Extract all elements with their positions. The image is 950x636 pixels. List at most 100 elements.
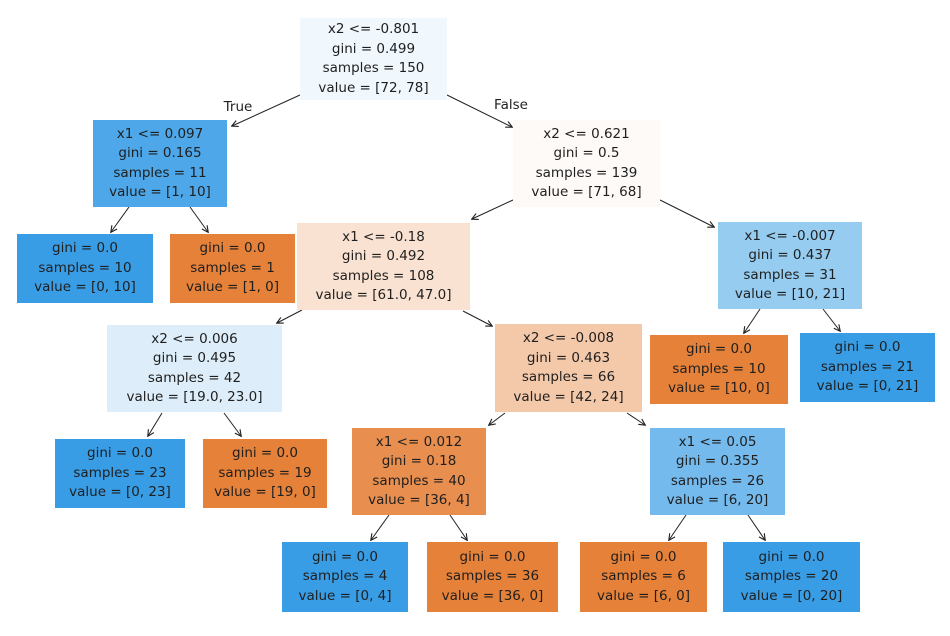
tree-leaf-3: gini = 0.0 samples = 10 value = [0, 10] — [17, 234, 153, 303]
node-condition: x2 <= -0.801 — [327, 21, 420, 37]
edge-n14-to-n18 — [747, 514, 765, 540]
node-gini: gini = 0.492 — [341, 248, 426, 264]
edge-n2-to-n5 — [472, 199, 514, 219]
node-samples: samples = 150 — [322, 60, 425, 76]
node-gini: gini = 0.18 — [381, 453, 457, 469]
node-samples: samples = 4 — [302, 568, 388, 585]
node-samples: samples = 26 — [670, 472, 765, 489]
tree-leaf-11: gini = 0.0 samples = 23 value = [0, 23] — [55, 439, 185, 508]
edge-n7-to-n11 — [148, 412, 163, 436]
node-value: value = [36, 0] — [441, 587, 544, 604]
node-samples: samples = 40 — [372, 472, 466, 489]
edge-label-true: True — [223, 99, 253, 115]
node-samples: samples = 108 — [332, 267, 435, 284]
node-gini: gini = 0.0 — [758, 548, 825, 565]
node-samples: samples = 139 — [535, 164, 638, 181]
node-condition: x2 <= 0.621 — [543, 125, 630, 142]
node-gini: gini = 0.0 — [834, 339, 901, 356]
tree-node-8: x2 <= -0.008 gini = 0.463 samples = 66 v… — [495, 324, 642, 412]
node-value: value = [0, 23] — [69, 484, 171, 501]
node-value: value = [6, 0] — [596, 587, 691, 604]
edge-n1-to-n4 — [189, 206, 208, 232]
node-value: value = [71, 68] — [531, 184, 642, 200]
edge-n5-to-n7 — [277, 309, 303, 323]
node-gini: gini = 0.0 — [232, 445, 298, 462]
edge-n8-to-n14 — [626, 412, 645, 425]
node-gini: gini = 0.0 — [686, 341, 752, 358]
node-gini: gini = 0.463 — [526, 349, 611, 366]
node-samples: samples = 66 — [521, 369, 616, 385]
node-condition: x1 <= -0.007 — [744, 227, 836, 244]
edge-n1-to-n3 — [111, 206, 130, 232]
tree-leaf-10: gini = 0.0 samples = 21 value = [0, 21] — [800, 333, 935, 402]
node-condition: x1 <= -0.18 — [342, 228, 425, 245]
node-value: value = [1, 10] — [109, 184, 211, 200]
node-condition: x1 <= 0.05 — [678, 433, 757, 450]
node-value: value = [61.0, 47.0] — [315, 287, 452, 303]
edge-n8-to-n13 — [489, 412, 506, 425]
node-value: value = [36, 4] — [368, 492, 470, 508]
node-gini: gini = 0.0 — [52, 240, 118, 257]
edge-n13-to-n15 — [371, 514, 390, 540]
node-gini: gini = 0.437 — [748, 247, 832, 263]
node-condition: x1 <= 0.012 — [375, 433, 463, 450]
node-samples: samples = 31 — [743, 266, 837, 283]
node-samples: samples = 11 — [113, 164, 207, 181]
node-value: value = [0, 21] — [816, 378, 919, 395]
node-value: value = [10, 21] — [734, 286, 846, 302]
tree-leaf-18: gini = 0.0 samples = 20 value = [0, 20] — [723, 542, 860, 612]
node-condition: x2 <= 0.006 — [151, 330, 238, 347]
node-gini: gini = 0.499 — [331, 40, 416, 57]
node-samples: samples = 19 — [218, 464, 312, 481]
edge-root-to-n1 — [232, 94, 301, 126]
node-gini: gini = 0.495 — [152, 350, 237, 366]
node-samples: samples = 10 — [672, 360, 766, 377]
edge-n13-to-n16 — [449, 514, 467, 540]
edge-n14-to-n17 — [669, 514, 687, 540]
node-samples: samples = 1 — [190, 259, 275, 276]
node-samples: samples = 10 — [38, 259, 132, 276]
tree-node-13: x1 <= 0.012 gini = 0.18 samples = 40 val… — [352, 428, 486, 515]
node-samples: samples = 23 — [73, 464, 167, 481]
node-gini: gini = 0.165 — [118, 145, 202, 161]
edge-n7-to-n12 — [223, 412, 241, 436]
node-value: value = [6, 20] — [666, 492, 769, 508]
node-gini: gini = 0.0 — [459, 548, 526, 565]
edge-root-to-n2 — [446, 94, 512, 127]
tree-node-6: x1 <= -0.007 gini = 0.437 samples = 31 v… — [718, 222, 862, 309]
node-value: value = [0, 20] — [740, 587, 843, 604]
node-value: value = [19.0, 23.0] — [126, 389, 263, 405]
node-value: value = [0, 10] — [34, 279, 136, 296]
tree-node-14: x1 <= 0.05 gini = 0.355 samples = 26 val… — [650, 428, 785, 515]
node-gini: gini = 0.0 — [610, 548, 677, 565]
node-value: value = [0, 4] — [298, 587, 392, 604]
node-gini: gini = 0.0 — [312, 548, 378, 565]
tree-node-7: x2 <= 0.006 gini = 0.495 samples = 42 va… — [107, 325, 282, 412]
node-gini: gini = 0.5 — [553, 145, 620, 161]
tree-node-5: x1 <= -0.18 gini = 0.492 samples = 108 v… — [297, 223, 470, 310]
tree-leaf-16: gini = 0.0 samples = 36 value = [36, 0] — [427, 542, 558, 612]
tree-leaf-9: gini = 0.0 samples = 10 value = [10, 0] — [650, 335, 788, 404]
tree-node-2: x2 <= 0.621 gini = 0.5 samples = 139 val… — [513, 120, 660, 207]
node-gini: gini = 0.0 — [199, 240, 266, 257]
tree-leaf-12: gini = 0.0 samples = 19 value = [19, 0] — [203, 439, 327, 508]
node-value: value = [42, 24] — [513, 388, 624, 405]
node-samples: samples = 42 — [147, 369, 242, 386]
edge-label-false: False — [494, 97, 528, 113]
node-gini: gini = 0.355 — [675, 453, 760, 469]
tree-node-1: x1 <= 0.097 gini = 0.165 samples = 11 va… — [93, 120, 227, 207]
node-value: value = [1, 0] — [185, 279, 280, 296]
edge-n6-to-n9 — [744, 308, 761, 333]
node-samples: samples = 6 — [601, 568, 686, 585]
node-value: value = [72, 78] — [318, 79, 429, 96]
tree-leaf-17: gini = 0.0 samples = 6 value = [6, 0] — [580, 542, 707, 612]
tree-leaf-4: gini = 0.0 samples = 1 value = [1, 0] — [170, 234, 295, 303]
node-value: value = [19, 0] — [214, 484, 316, 501]
edge-n6-to-n10 — [822, 308, 840, 331]
node-condition: x2 <= -0.008 — [522, 330, 615, 346]
tree-node-root: x2 <= -0.801 gini = 0.499 samples = 150 … — [300, 18, 447, 100]
tree-leaf-15: gini = 0.0 samples = 4 value = [0, 4] — [282, 542, 408, 612]
node-samples: samples = 36 — [445, 568, 540, 585]
